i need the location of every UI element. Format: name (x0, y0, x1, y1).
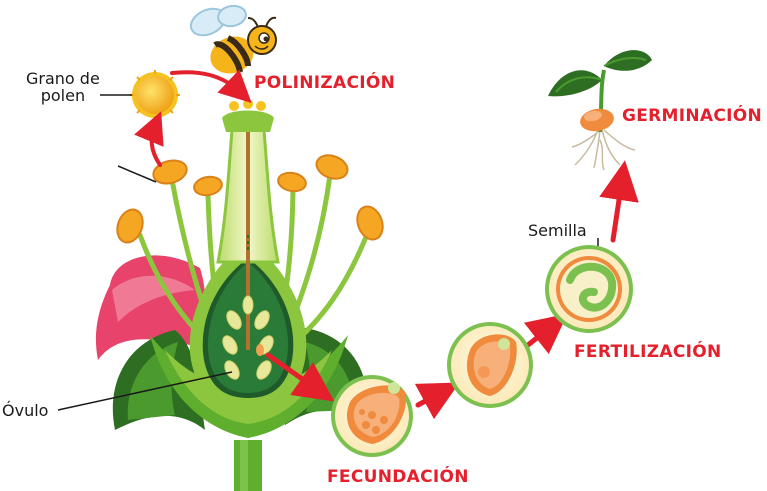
pollen-grain-label: Grano de polen (26, 70, 100, 104)
ovules (222, 295, 274, 380)
seed-label: Semilla (528, 221, 587, 240)
bee-icon (189, 4, 277, 74)
pollen-grain-icon (130, 70, 180, 120)
stage-pollination: POLINIZACIÓN (254, 73, 396, 93)
pollen-grain-label-line2: polen (40, 86, 86, 105)
ovule-leader-line (57, 371, 233, 411)
stage-germination: GERMINACIÓN (622, 106, 763, 126)
fertilization-circle (545, 245, 633, 333)
fecundation-circle (331, 375, 413, 457)
pollen-on-stigma-icon (229, 101, 239, 111)
pollen-grain-label-line1: Grano de (26, 69, 100, 88)
anther-leader-line (117, 165, 157, 183)
anthers (116, 154, 384, 244)
zygote-circle (447, 322, 533, 408)
pistil-stigma (222, 110, 274, 132)
receptacle (150, 335, 348, 438)
stage-fecundation: FECUNDACIÓN (327, 467, 469, 487)
cycle-arrows (134, 69, 639, 420)
ovule-label: Óvulo (2, 401, 49, 420)
seedling-icon (548, 50, 652, 171)
stage-fertilization: FERTILIZACIÓN (574, 342, 722, 362)
